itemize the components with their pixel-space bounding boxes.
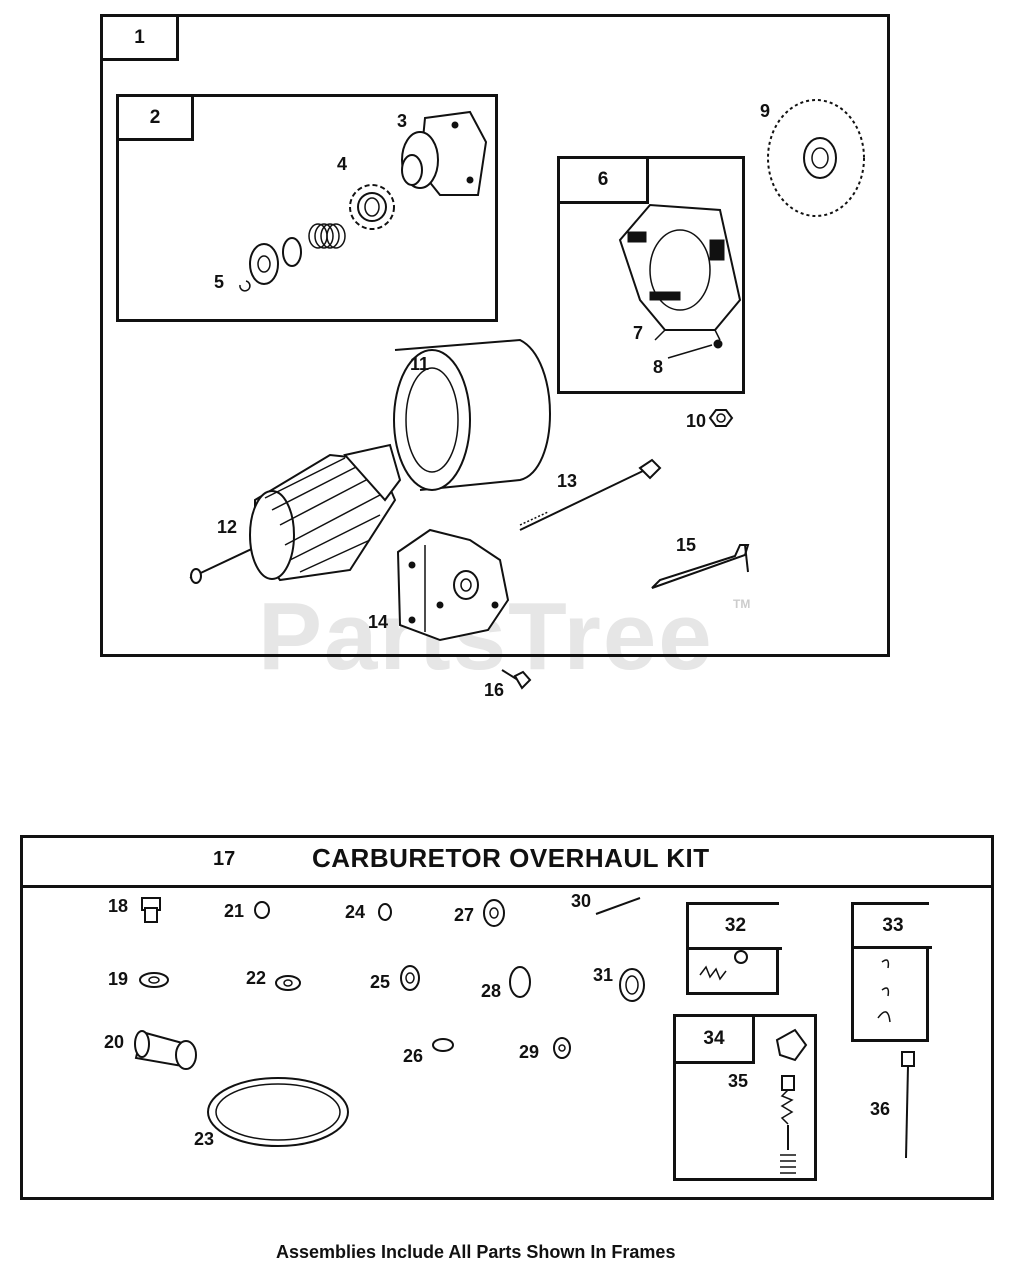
kit-header-divider (23, 885, 991, 888)
clips-33-icon (877, 959, 891, 1023)
callout-3: 3 (397, 111, 408, 131)
frame-17-kit (20, 835, 994, 1200)
frame-1-label: 1 (100, 14, 179, 61)
frame-33: 33 (851, 902, 932, 1042)
frame-34: 34 (673, 1014, 817, 1181)
pin-30-icon (595, 897, 641, 915)
callout-7: 7 (633, 323, 644, 343)
callout-26: 26 (403, 1046, 424, 1066)
armature-12-icon (189, 443, 402, 584)
callout-5: 5 (214, 272, 225, 292)
pinion-gear-4-icon (349, 184, 395, 230)
callout-9: 9 (760, 101, 771, 121)
washer-27-icon (483, 899, 505, 927)
plug-18-icon (141, 897, 161, 923)
tube-36-icon (901, 1051, 915, 1159)
screw-16-icon (501, 669, 532, 690)
fitting-35-icon (775, 1028, 808, 1062)
frame-2-label: 2 (116, 94, 194, 141)
frame-33-label: 33 (854, 905, 932, 949)
ring-21-icon (254, 901, 270, 919)
end-cap-3-icon (401, 110, 488, 196)
spring-32-icon (699, 965, 727, 981)
callout-14: 14 (368, 612, 389, 632)
callout-4: 4 (337, 154, 348, 174)
frame-6: 6 (557, 156, 745, 394)
ring-24-icon (378, 903, 392, 921)
nut-10-icon (708, 409, 734, 427)
callout-36: 36 (870, 1099, 891, 1119)
callout-25: 25 (370, 972, 391, 992)
seal-25-icon (400, 965, 420, 991)
frame-34-label: 34 (676, 1017, 755, 1064)
kit-number: 17 (213, 848, 236, 870)
end-plate-14-icon (396, 528, 510, 642)
bolt-13-icon (519, 458, 662, 531)
callout-27: 27 (454, 905, 475, 925)
ball-32-icon (734, 950, 748, 964)
callout-10: 10 (686, 411, 707, 431)
callout-19: 19 (108, 969, 129, 989)
callout-12: 12 (217, 517, 238, 537)
callout-24: 24 (345, 902, 366, 922)
callout-28: 28 (481, 981, 502, 1001)
collar-icon (249, 243, 279, 285)
washer-19-icon (139, 972, 169, 988)
plate-9-icon (767, 99, 865, 217)
callout-13: 13 (557, 471, 578, 491)
bracket-15-icon (651, 544, 750, 589)
kit-title: CARBURETOR OVERHAUL KIT (312, 843, 710, 873)
callout-31: 31 (593, 965, 614, 985)
callout-11: 11 (410, 354, 430, 374)
seal-31-icon (619, 968, 645, 1002)
washer-22-icon (275, 975, 301, 991)
ring-28-icon (509, 966, 531, 998)
frame-32-label: 32 (689, 905, 782, 950)
tube-20-icon (134, 1030, 197, 1070)
footer-note: Assemblies Include All Parts Shown In Fr… (276, 1242, 676, 1262)
gasket-23-icon (207, 1077, 349, 1147)
callout-23: 23 (194, 1129, 215, 1149)
callout-29: 29 (519, 1042, 540, 1062)
frame-1: 1 (100, 14, 890, 657)
callout-8: 8 (653, 357, 664, 377)
callout-15: 15 (676, 535, 697, 555)
washer-29-icon (553, 1037, 571, 1059)
callout-18: 18 (108, 896, 129, 916)
callout-20: 20 (104, 1032, 125, 1052)
watermark-trademark: TM (733, 597, 751, 611)
needle-valve-icon (780, 1075, 796, 1174)
disc-26-icon (432, 1038, 454, 1052)
frame-6-label: 6 (557, 156, 649, 204)
clip-5-icon (239, 280, 251, 292)
callout-30: 30 (571, 891, 592, 911)
spring-icon (308, 223, 346, 249)
washer-icon (282, 237, 302, 267)
frame-2: 2 (116, 94, 498, 322)
callout-21: 21 (224, 901, 245, 921)
callout-22: 22 (246, 968, 267, 988)
brush-holder-6-icon (618, 203, 742, 349)
callout-16: 16 (484, 680, 505, 700)
housing-11-icon (393, 338, 551, 491)
frame-32: 32 (686, 902, 782, 995)
callout-35: 35 (728, 1071, 749, 1091)
